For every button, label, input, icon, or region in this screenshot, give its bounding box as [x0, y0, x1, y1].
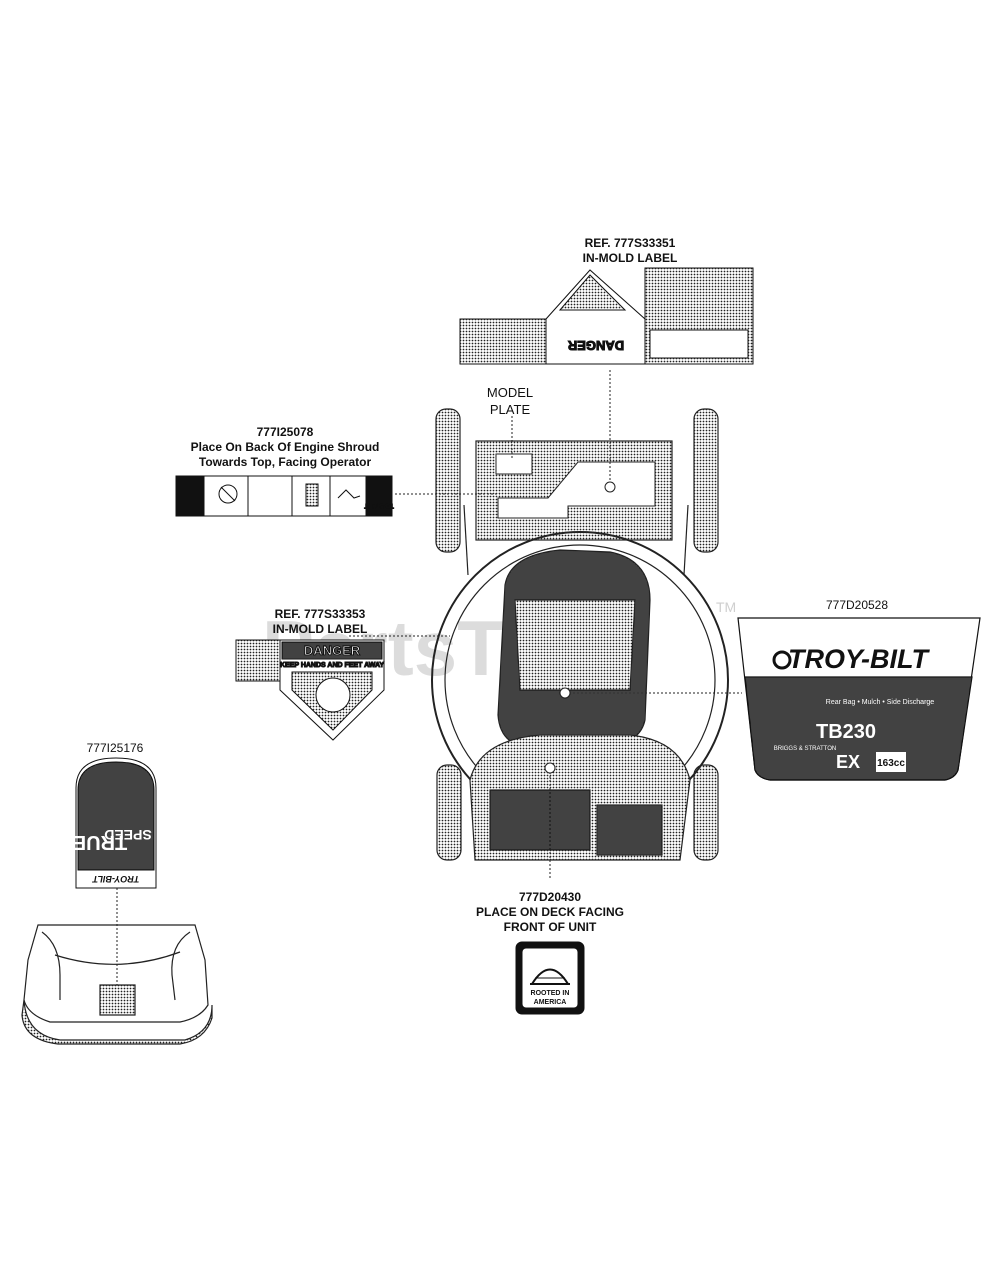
- brand-logo: TROY-BILT: [788, 644, 930, 674]
- engine-shroud-line2: Towards Top, Facing Operator: [198, 455, 372, 469]
- rear-shield-labels: [495, 453, 656, 519]
- left-danger-word: DANGER: [304, 643, 361, 658]
- deck-label-line2: FRONT OF UNIT: [503, 920, 597, 934]
- engine-shroud-part: 777I25078: [256, 425, 314, 439]
- front-left-wheel: [436, 764, 462, 861]
- left-label-callout: REF. 777S33353 IN-MOLD LABEL: [245, 607, 395, 637]
- model-plate-line2: PLATE: [489, 402, 531, 417]
- front-housing: [489, 789, 591, 851]
- shroud-to-start: TO START: [364, 502, 394, 508]
- rooted-america-decal: ROOTED IN AMERICA: [515, 941, 585, 1015]
- deck-label-line1: PLACE ON DECK FACING: [475, 905, 624, 919]
- left-label-desc: IN-MOLD LABEL: [272, 622, 368, 636]
- model-plate-spot: [495, 453, 533, 475]
- rooted-text: ROOTED IN: [531, 990, 570, 997]
- leader-lines: [116, 370, 742, 1000]
- feature-line: Rear Bag • Mulch • Side Discharge: [826, 699, 935, 706]
- bag-brand: TROY-BILT: [91, 874, 139, 884]
- deck-label-callout: 777D20430 PLACE ON DECK FACING FRONT OF …: [450, 890, 650, 935]
- troy-bilt-decal: TROY-BILT Rear Bag • Mulch • Side Discha…: [737, 617, 981, 781]
- top-label-callout: REF. 777S33351 IN-MOLD LABEL: [560, 236, 700, 266]
- speed-word: SPEED: [104, 827, 151, 843]
- rear-left-wheel: [435, 408, 461, 553]
- watermark-tm: TM: [716, 599, 736, 615]
- deck-label-part: 777D20430: [518, 890, 582, 904]
- top-label-spot: [497, 461, 656, 519]
- america-text: AMERICA: [534, 999, 567, 1006]
- top-label-desc: IN-MOLD LABEL: [582, 251, 678, 265]
- bag-decal: TRUE SPEED TROY-BILT: [73, 757, 157, 889]
- true-speed-word: TRUE: [73, 831, 127, 853]
- top-danger-label: DANGER: [459, 267, 754, 365]
- handle-rail-right: [683, 504, 689, 576]
- handle-rail-left: [463, 504, 469, 576]
- model-plate-line1: MODEL: [486, 385, 534, 400]
- logo-label-part: 777D20528: [825, 598, 889, 612]
- left-label-ref: REF. 777S33353: [274, 607, 366, 621]
- front-right-wheel: [693, 764, 719, 861]
- briggs-text: BRIGGS & STRATTON: [774, 746, 836, 752]
- model-number: TB230: [816, 721, 876, 743]
- bag-label-callout: 777I25176: [70, 741, 160, 756]
- engine-grille: [514, 599, 636, 691]
- logo-label-callout: 777D20528: [812, 598, 902, 613]
- left-danger-label: DANGER KEEP HANDS AND FEET AWAY: [235, 639, 385, 741]
- ex-badge: EX: [836, 752, 860, 772]
- engine-shroud-callout: 777I25078 Place On Back Of Engine Shroud…: [160, 425, 410, 470]
- bag-label-part: 777I25176: [86, 741, 144, 755]
- model-plate-callout: MODEL PLATE: [470, 384, 550, 418]
- rear-right-wheel: [693, 408, 719, 553]
- engine-shroud-decal: TO START: [175, 475, 394, 517]
- left-danger-sub: KEEP HANDS AND FEET AWAY: [280, 662, 384, 669]
- front-housing-right: [596, 804, 663, 856]
- top-danger-word: DANGER: [567, 338, 624, 353]
- engine-shroud-line1: Place On Back Of Engine Shroud: [190, 440, 380, 454]
- top-label-ref: REF. 777S33351: [584, 236, 676, 250]
- grass-bag: [21, 924, 213, 1045]
- cc-badge: 163cc: [877, 758, 905, 769]
